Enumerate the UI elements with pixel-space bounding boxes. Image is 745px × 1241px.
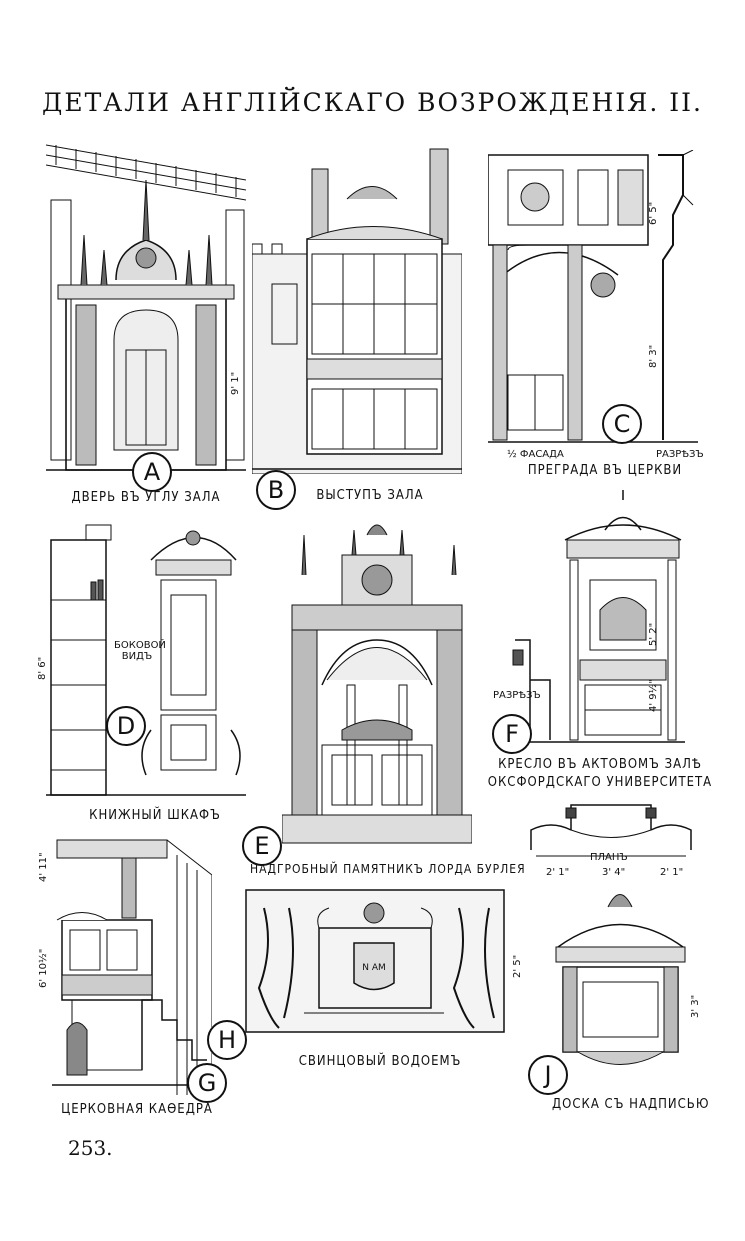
figure-f-upper-dimension: 5' 2" — [648, 622, 659, 646]
figure-h-monogram: N AM — [362, 963, 386, 973]
figure-h-caption: СВИНЦОВЫЙ ВОДОЕМЪ — [298, 1054, 462, 1069]
figure-h-letter-badge: H — [207, 1020, 247, 1060]
page-number: 253. — [68, 1136, 113, 1160]
figure-g-caption: ЦЕРКОВНАЯ КАѲЕДРА — [61, 1102, 213, 1117]
figure-f-caption-line2: ОКСФОРДСКАГО УНИВЕРСИТЕТА — [487, 775, 713, 790]
figure-e-tomb-drawing — [282, 515, 472, 845]
figure-j-letter-badge: J — [528, 1055, 568, 1095]
figure-j-caption: ДОСКА СЪ НАДПИСЬЮ — [552, 1097, 710, 1112]
figure-c-section-label: РАЗРѢЗЪ — [656, 449, 704, 460]
figure-e-caption: НАДГРОБНЫЙ ПАМЯТНИКЪ ЛОРДА БУРЛЕЯ — [250, 862, 526, 876]
figure-g-upper-dimension: 4' 11" — [38, 852, 49, 882]
figure-f-chair-drawing — [505, 490, 685, 750]
figure-d-caption: КНИЖНЫЙ ШКАФЪ — [89, 808, 221, 823]
figure-f-plan-mid-dimension: 3' 4" — [602, 867, 626, 878]
figure-c-letter-badge: C — [602, 404, 642, 444]
figure-f-plan-left-dimension: 2' 1" — [546, 867, 570, 878]
figure-a-height-dimension: 9' 1" — [230, 371, 241, 395]
figure-f-letter-badge: F — [492, 714, 532, 754]
figure-j-tablet-drawing — [548, 882, 693, 1077]
figure-f-lower-dimension: 4' 9½" — [648, 679, 659, 712]
figure-d-letter-badge: D — [106, 706, 146, 746]
figure-f-plan-right-dimension: 2' 1" — [660, 867, 684, 878]
figure-d-side-label: БОКОВОЙ ВИДЪ — [114, 640, 166, 662]
figure-f-plan-drawing — [526, 790, 696, 860]
figure-g-lower-dimension: 6' 10½" — [38, 948, 49, 988]
figure-f-plan-label: ПЛАНЪ — [590, 852, 628, 863]
figure-b-caption: ВЫСТУПЪ ЗАЛА — [316, 488, 424, 503]
figure-h-height-dimension: 2' 5" — [512, 954, 523, 978]
figure-a-door-drawing — [46, 140, 246, 480]
figure-b-letter-badge: B — [256, 470, 296, 510]
figure-h-cistern-drawing — [244, 888, 506, 1036]
figure-a-letter-badge: A — [132, 452, 172, 492]
figure-c-screen-drawing — [488, 150, 698, 445]
figure-d-height-dimension: 8' 6" — [37, 656, 48, 680]
figure-d-bookcase-drawing — [46, 520, 246, 800]
figure-a-caption: ДВЕРЬ ВЪ УГЛУ ЗАЛА — [71, 490, 221, 505]
figure-c-height-dimension: 8' 3" — [648, 344, 659, 368]
figure-g-pulpit-drawing — [52, 835, 212, 1095]
figure-f-caption-line1: КРЕСЛО ВЪ АКТОВОМЪ ЗАЛѢ — [498, 757, 702, 772]
figure-c-facade-label: ½ ФАСАДА — [507, 449, 564, 460]
figure-e-letter-badge: E — [242, 826, 282, 866]
figure-f-section-label: РАЗРѢЗЪ — [493, 690, 541, 701]
figure-c-top-dimension: 6' 5" — [648, 201, 659, 225]
page-title: ДЕТАЛИ АНГЛІЙСКАГО ВОЗРОЖДЕНІЯ. II. — [42, 88, 703, 117]
figure-c-caption: ПРЕГРАДА ВЪ ЦЕРКВИ — [527, 463, 683, 478]
figure-g-letter-badge: G — [187, 1063, 227, 1103]
figure-b-bay-drawing — [252, 144, 462, 474]
figure-j-height-dimension: 3' 3" — [690, 994, 701, 1018]
